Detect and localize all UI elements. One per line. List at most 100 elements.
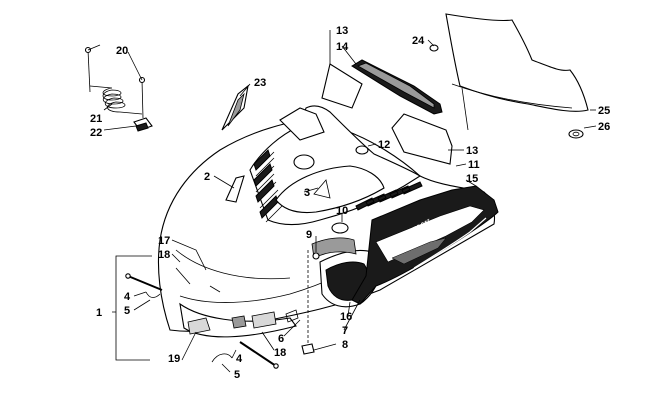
bracket-pad: [135, 122, 149, 132]
callout-18-top: 18: [158, 249, 170, 261]
leader-7: [343, 299, 361, 331]
washer-9: [312, 252, 320, 260]
callout-12: 12: [378, 139, 390, 151]
callout-8: 8: [342, 339, 348, 351]
side-panel-13: [391, 113, 453, 165]
clip-upper: [145, 291, 161, 298]
callout-22: 22: [90, 127, 102, 139]
leader-5a: [133, 299, 151, 311]
windshield-edge: [451, 83, 573, 109]
leader-21: [103, 103, 113, 111]
decal-stripe-2: [391, 237, 447, 265]
leader-12: [367, 143, 377, 147]
lamp-left: [187, 317, 211, 335]
nut-24: [429, 44, 439, 52]
gauge-hole: [293, 154, 315, 170]
leader-18a: [171, 253, 181, 263]
callout-21: 21: [90, 113, 102, 125]
trim-strip-texture: [357, 62, 435, 109]
callout-18-bottom: 18: [274, 347, 286, 359]
windshield: [429, 13, 589, 139]
side-vent-23: [221, 84, 249, 131]
callout-5-top: 5: [124, 305, 130, 317]
leader-5b: [221, 363, 231, 373]
grommet-26: [568, 129, 584, 139]
mesh-insert: [311, 237, 357, 259]
callout-25: 25: [598, 105, 610, 117]
pin-lower-head: [273, 363, 279, 369]
callout-7: 7: [342, 325, 348, 337]
decal-highlight: [413, 217, 487, 269]
upper-bracket: [321, 59, 443, 115]
screw-right: [141, 79, 144, 119]
plug-12: [355, 145, 369, 155]
hood-main: [157, 105, 496, 338]
callout-10: 10: [336, 205, 348, 217]
lamp-center: [231, 315, 247, 329]
plug-10: [331, 222, 349, 234]
callout-23: 23: [254, 77, 266, 89]
pin-upper-head: [125, 273, 131, 279]
hood-line-3: [175, 267, 191, 285]
hood-line-4: [209, 285, 221, 293]
callout-19: 19: [168, 353, 180, 365]
center-opening: [275, 165, 385, 214]
lamp-right: [251, 311, 277, 329]
leader-15: [465, 179, 477, 187]
leader-8: [313, 343, 337, 351]
bracket-13: [321, 63, 363, 109]
leader-20b: [127, 51, 143, 81]
grommet-hole: [572, 131, 580, 137]
pin-lower: [239, 341, 277, 367]
callout-labels: 20 21 22 23 13 14 24 25 26 12 13 11 15 2…: [90, 25, 610, 381]
leader-11: [455, 163, 467, 167]
louvers-left: [253, 149, 285, 223]
leader-2: [213, 175, 235, 189]
callout-4-top: 4: [124, 291, 131, 303]
callout-13-right: 13: [466, 145, 478, 157]
callout-9: 9: [306, 229, 312, 241]
leader-24: [427, 39, 435, 47]
clip-lower: [211, 353, 233, 363]
windshield-25: [445, 13, 589, 112]
leader-20a: [87, 44, 101, 51]
leader-26: [583, 125, 597, 129]
callout-13-top: 13: [336, 25, 348, 37]
callout-11: 11: [468, 159, 480, 171]
panel-13: [391, 113, 453, 165]
front-hardware: [125, 250, 320, 369]
hood-line-1: [175, 249, 291, 280]
callout-6: 6: [278, 333, 284, 345]
callout-17: 17: [158, 235, 170, 247]
leader-14: [341, 45, 357, 65]
headlight-lens-3: [313, 179, 331, 199]
louvers-right: [355, 181, 423, 211]
leader-23: [239, 83, 251, 97]
leader-16: [347, 301, 351, 317]
leader-1-bracket: [112, 255, 152, 361]
callout-16: 16: [340, 311, 352, 323]
screw-left: [87, 49, 91, 93]
vent-insert: [227, 92, 245, 127]
leader-6: [283, 319, 301, 337]
callout-1: 1: [96, 307, 102, 319]
windshield-bolt-line: [461, 87, 469, 131]
leader-4a: [133, 291, 147, 297]
callout-26: 26: [598, 121, 610, 133]
leader-lines: [87, 30, 597, 373]
hood-vent-2: [225, 175, 245, 203]
callout-14: 14: [336, 41, 349, 53]
leader-3: [303, 187, 319, 193]
callout-5-bottom: 5: [234, 369, 240, 381]
callout-24: 24: [412, 35, 425, 47]
callout-2: 2: [204, 171, 210, 183]
leader-17: [171, 239, 207, 271]
leader-18b: [261, 331, 275, 351]
pin-upper: [127, 275, 163, 291]
leader-22: [103, 125, 137, 131]
callout-3: 3: [304, 187, 310, 199]
callout-4-bottom: 4: [236, 353, 243, 365]
callout-15: 15: [466, 173, 478, 185]
